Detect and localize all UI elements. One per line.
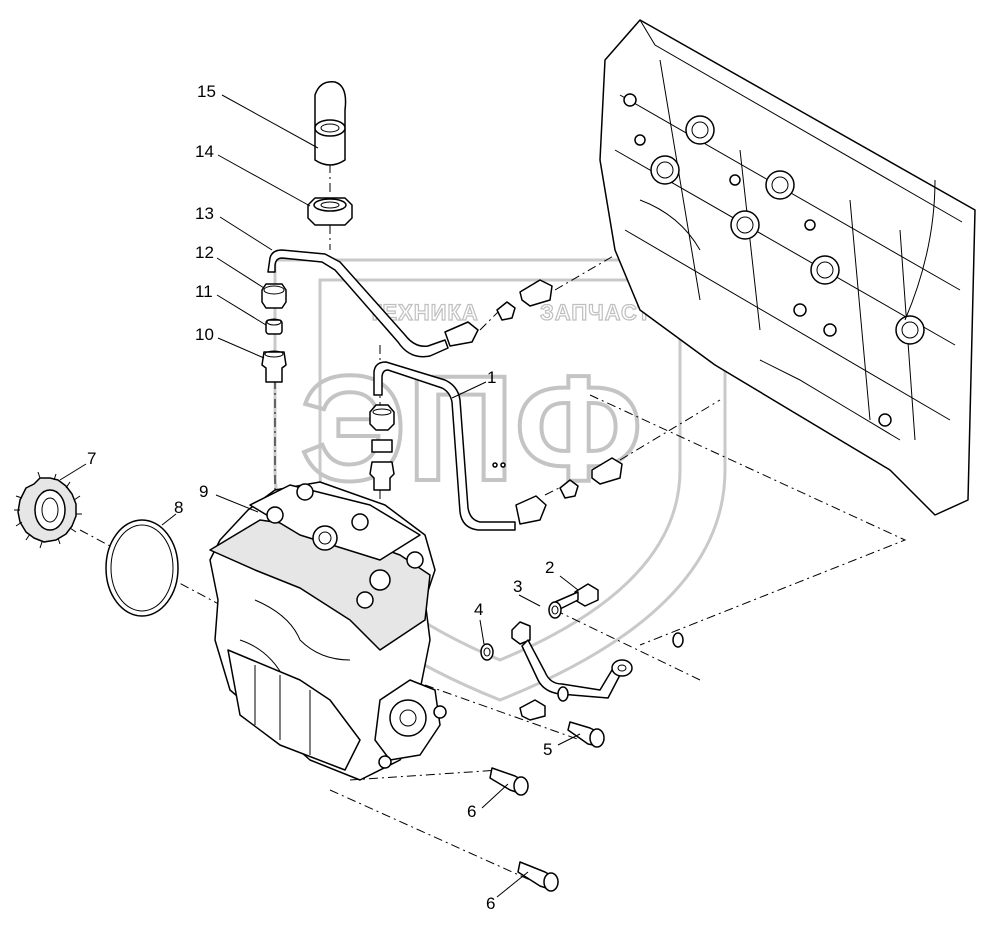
assembly-centerlines [79, 145, 907, 881]
part-1-lower-tube [369, 361, 623, 531]
watermark-logo: ЭПФ [300, 344, 643, 512]
detail-dot [492, 462, 498, 468]
part-7-gear [14, 471, 82, 549]
part-12-nut [261, 283, 287, 309]
engine-block [599, 19, 976, 516]
callout-numbers: 15 14 13 12 11 10 1 7 9 8 2 3 4 5 6 6 [87, 82, 554, 913]
callout-9: 9 [199, 482, 208, 501]
callout-3: 3 [513, 577, 522, 596]
callout-8: 8 [174, 498, 183, 517]
part-9-compressor [209, 481, 447, 781]
detail-dot [500, 462, 506, 468]
part-5-bolt [567, 721, 605, 748]
callout-5: 5 [543, 740, 552, 759]
part-2-banjo-bolt [554, 583, 599, 611]
part-15-hose [314, 81, 347, 166]
part-3-washer [548, 601, 562, 619]
callout-4: 4 [474, 600, 483, 619]
part-11-ring [265, 318, 283, 335]
part-14-large-nut [307, 197, 353, 226]
callout-1: 1 [487, 368, 496, 387]
part-13-upper-tube [267, 249, 553, 358]
leader-lines [59, 94, 581, 898]
part-10-union [261, 350, 287, 383]
part-4-washer [480, 643, 494, 661]
callout-13: 13 [195, 204, 214, 223]
callout-15: 15 [197, 82, 216, 101]
callout-11: 11 [195, 282, 213, 301]
callout-14: 14 [195, 142, 214, 161]
callout-6-upper: 6 [467, 802, 476, 821]
oil-feed-line [511, 621, 684, 721]
callout-7: 7 [87, 449, 96, 468]
part-8-o-ring [105, 519, 179, 617]
callout-12: 12 [195, 243, 214, 262]
callout-6-lower: 6 [486, 894, 495, 913]
callout-2: 2 [545, 558, 554, 577]
part-6-bolt-lower [517, 861, 559, 892]
callout-10: 10 [195, 325, 214, 344]
part-6-bolt-upper [489, 767, 529, 796]
